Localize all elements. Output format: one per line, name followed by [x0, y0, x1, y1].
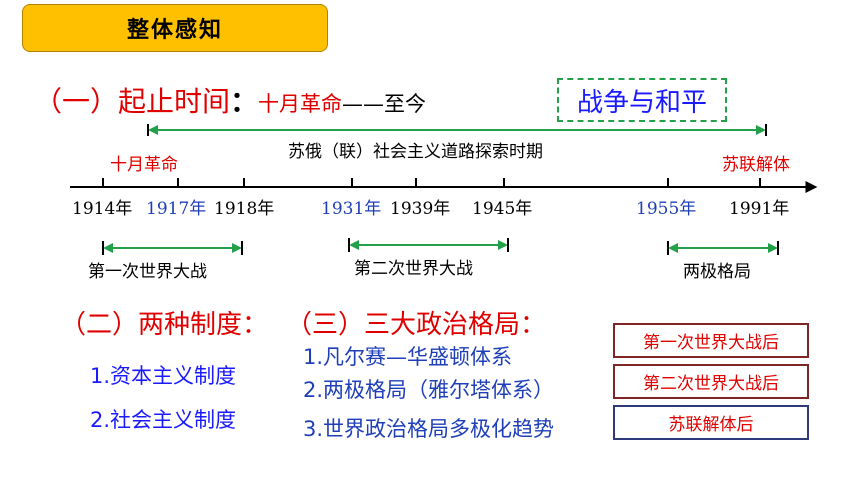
section1-start: 十月革命: [258, 92, 343, 116]
section1-dash: ——: [342, 92, 385, 116]
section2-heading: （二）两种制度：: [60, 310, 269, 340]
year-label: 1918年: [214, 199, 275, 219]
start-event-label: 十月革命: [110, 155, 178, 175]
stage-box: 第二次世界大战后: [613, 364, 809, 399]
stage-box: 第一次世界大战后: [613, 323, 809, 358]
section3-heading: （三）三大政治格局：: [286, 310, 547, 340]
section3-item: 2.两极格局（雅尔塔体系）: [303, 378, 555, 402]
section3-item: 1.凡尔赛—华盛顿体系: [303, 345, 513, 369]
end-event-label: 苏联解体: [722, 155, 790, 175]
year-label: 1931年: [321, 199, 382, 219]
year-label: 1955年: [636, 199, 697, 219]
year-label: 1917年: [146, 199, 207, 219]
section1-marker: （一）起止时间: [34, 85, 231, 118]
section2-item: 1.资本主义制度: [90, 364, 237, 388]
year-label: 1945年: [472, 199, 533, 219]
theme-box: 战争与和平: [557, 78, 727, 122]
span-label: 苏俄（联）社会主义道路探索时期: [288, 142, 543, 162]
period-label: 第二次世界大战: [354, 259, 473, 279]
section1-colon: ：: [230, 85, 259, 118]
section1-end: 至今: [384, 92, 427, 116]
section2-item: 2.社会主义制度: [90, 408, 237, 432]
year-label: 1939年: [390, 199, 451, 219]
page-title: 整体感知: [22, 4, 328, 52]
section1-heading: （一）起止时间：十月革命——至今: [34, 80, 426, 120]
year-label: 1991年: [729, 199, 790, 219]
year-label: 1914年: [72, 199, 133, 219]
period-label: 两极格局: [683, 262, 751, 282]
section3-item: 3.世界政治格局多极化趋势: [303, 417, 555, 441]
period-label: 第一次世界大战: [88, 262, 207, 282]
stage-box: 苏联解体后: [613, 405, 809, 440]
